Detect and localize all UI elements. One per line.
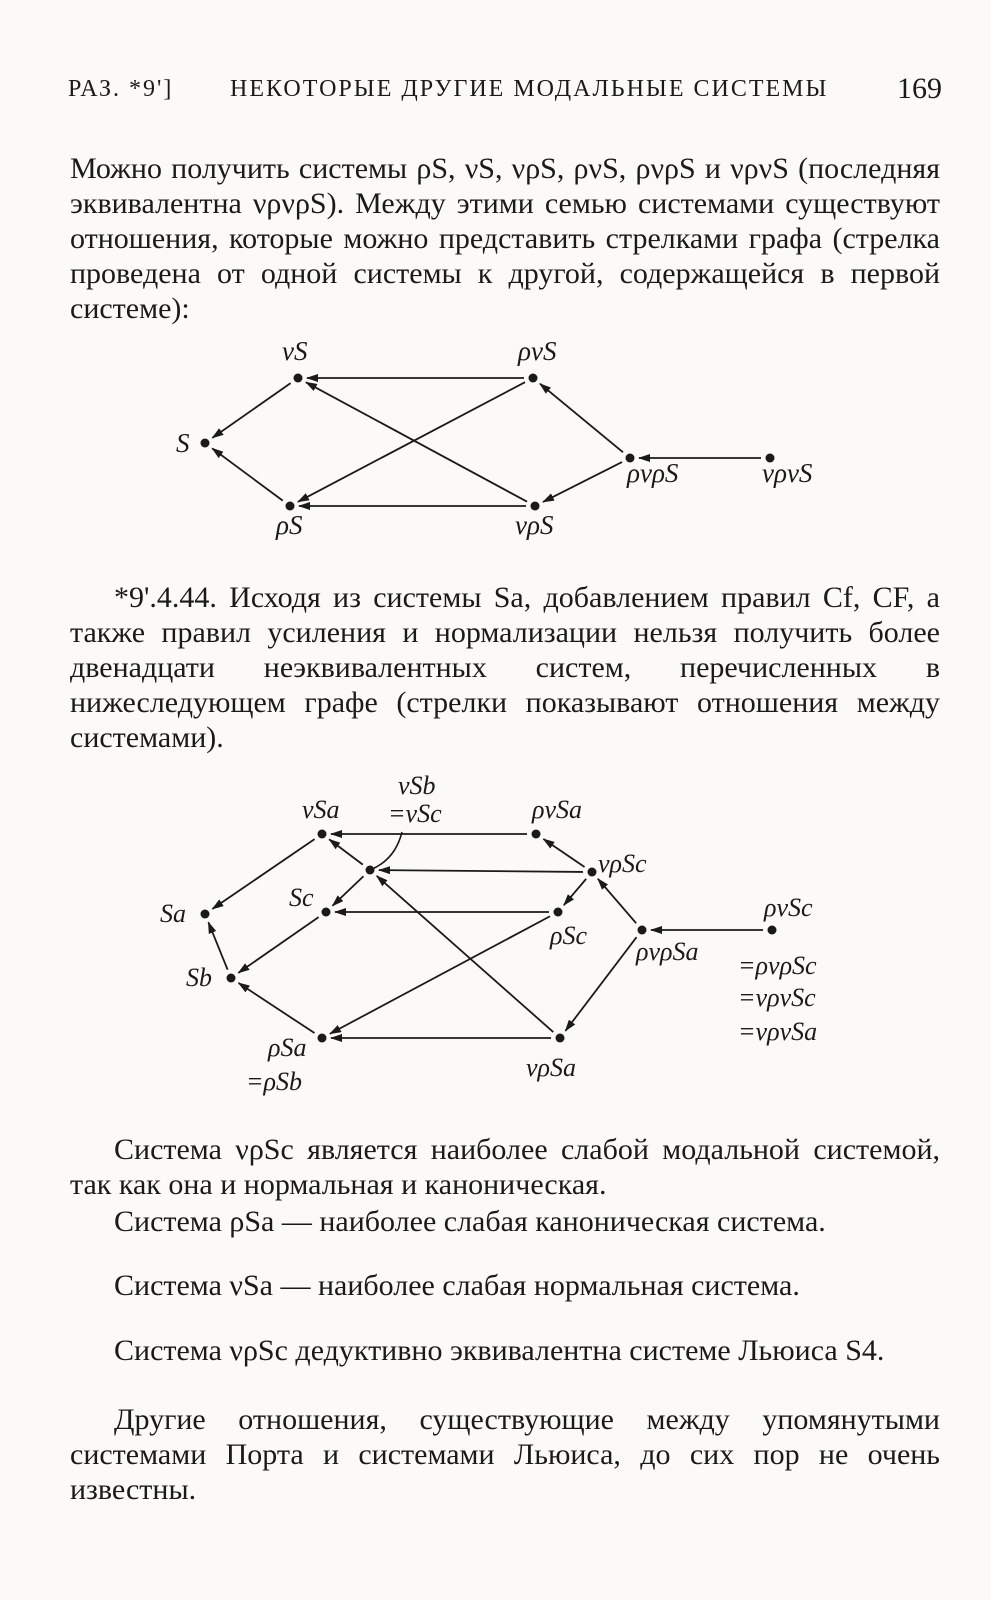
edge-rSc-to-rSa bbox=[329, 915, 551, 1035]
label-rvSc: ρνSc bbox=[763, 893, 813, 922]
node-Sc bbox=[321, 907, 331, 917]
graph-seven-systems: νS ρνS S ρνρS νρνS ρS νρS bbox=[176, 336, 813, 540]
paragraph-vSa-normal: Система νSa — наиболее слабая нормальная… bbox=[114, 1269, 800, 1302]
node-rS bbox=[285, 501, 295, 511]
node-Sa bbox=[200, 909, 210, 919]
node-S bbox=[200, 438, 210, 448]
edge-vrSc-to-rSc bbox=[563, 878, 587, 906]
label-eq3: =νρνSa bbox=[738, 1017, 817, 1046]
edge-vSa-to-Sa bbox=[211, 838, 316, 910]
edge-vrSc-to-vSb bbox=[377, 866, 584, 875]
edge-vrSc-to-rvSa bbox=[542, 838, 586, 868]
label-rSc: ρSc bbox=[549, 921, 587, 950]
page-number: 169 bbox=[897, 72, 942, 105]
edge-vSb-to-Sc bbox=[331, 875, 365, 907]
label-rS: ρS bbox=[275, 510, 303, 540]
running-title: НЕКОТОРЫЕ ДРУГИЕ МОДАЛЬНЫЕ СИСТЕМЫ bbox=[230, 76, 829, 102]
label-Sc: Sc bbox=[289, 883, 314, 912]
equivalence-pointer bbox=[369, 831, 403, 871]
paragraph-intro: Можно получить системы ρS, νS, νρS, ρνS,… bbox=[70, 152, 940, 325]
edge-Sc-to-Sb bbox=[237, 916, 320, 974]
running-header: РАЗ. *9'] НЕКОТОРЫЕ ДРУГИЕ МОДАЛЬНЫЕ СИС… bbox=[68, 70, 942, 110]
label-rSb: =ρSb bbox=[246, 1067, 302, 1096]
label-Sa: Sa bbox=[160, 899, 186, 928]
node-rvSc bbox=[767, 925, 777, 935]
label-S: S bbox=[176, 428, 190, 458]
node-rvrS bbox=[625, 453, 635, 463]
node-Sb bbox=[226, 973, 236, 983]
node-rSa bbox=[317, 1033, 327, 1043]
edge-vrSa-to-vSb bbox=[375, 875, 554, 1033]
edge-rSa-to-Sb bbox=[237, 982, 315, 1034]
paragraph-s4-equivalence: Система νρSc дедуктивно эквивалентна сис… bbox=[114, 1334, 885, 1367]
node-vrvS bbox=[765, 453, 775, 463]
edge-rvrSa-to-vrSa bbox=[564, 936, 638, 1032]
label-rvS: ρνS bbox=[517, 336, 557, 366]
label-eq1: =ρνρSc bbox=[738, 951, 817, 980]
node-vS bbox=[293, 373, 303, 383]
label-vrvS: νρνS bbox=[762, 458, 813, 488]
node-rvS bbox=[528, 373, 538, 383]
edge-vrS-to-vS bbox=[305, 381, 528, 503]
label-Sb: Sb bbox=[186, 963, 212, 992]
edge-Sb-to-Sa bbox=[207, 921, 229, 971]
paragraph-theorem: *9'.4.44. Исходя из системы Sa, добавлен… bbox=[70, 581, 940, 754]
label-vrS: νρS bbox=[515, 510, 554, 540]
node-rvSa bbox=[531, 829, 541, 839]
node-rSc bbox=[553, 907, 563, 917]
section-ref: РАЗ. *9'] bbox=[68, 76, 174, 102]
label-vS: νS bbox=[282, 336, 308, 366]
label-rvrS: ρνρS bbox=[626, 458, 679, 488]
label-rvSa: ρνSa bbox=[531, 795, 582, 824]
node-vrSa bbox=[555, 1033, 565, 1043]
edge-rvrS-to-vrS bbox=[542, 461, 623, 503]
edge-rS-to-S bbox=[211, 447, 284, 502]
node-vrSc bbox=[587, 867, 597, 877]
label-rvrSa: ρνρSa bbox=[635, 937, 699, 966]
edge-rvrSa-to-vrSc bbox=[597, 878, 637, 924]
label-vrSa: νρSa bbox=[526, 1053, 576, 1082]
edge-vSb-to-vSa bbox=[328, 838, 364, 866]
paragraph-rSa-canonical: Система ρSa — наиболее слабая каноническ… bbox=[114, 1205, 826, 1238]
node-vSb bbox=[365, 865, 375, 875]
label-vSb: νSb bbox=[398, 771, 436, 800]
edge-rvrS-to-rvS bbox=[539, 383, 624, 453]
label-vSc: =νSc bbox=[388, 799, 442, 828]
node-vrS bbox=[530, 501, 540, 511]
edge-rvS-to-rS bbox=[297, 381, 526, 503]
label-rSa: ρSa bbox=[267, 1033, 306, 1062]
node-rvrSa bbox=[637, 925, 647, 935]
label-vSa: νSa bbox=[302, 795, 340, 824]
paragraph-vrSc-weakest: Система νρSc является наиболее слабой мо… bbox=[70, 1133, 940, 1201]
label-vrSc: νρSc bbox=[598, 849, 647, 878]
graph-twelve-systems: νSb =νSc νSa ρνSa νρSc Sa Sc ρSc ρνρSa ρ… bbox=[160, 771, 817, 1096]
node-vSa bbox=[317, 829, 327, 839]
label-eq2: =νρνSc bbox=[738, 983, 816, 1012]
edge-vS-to-S bbox=[211, 382, 292, 439]
paragraph-other-relations: Другие отношения, существующие между упо… bbox=[70, 1403, 940, 1506]
